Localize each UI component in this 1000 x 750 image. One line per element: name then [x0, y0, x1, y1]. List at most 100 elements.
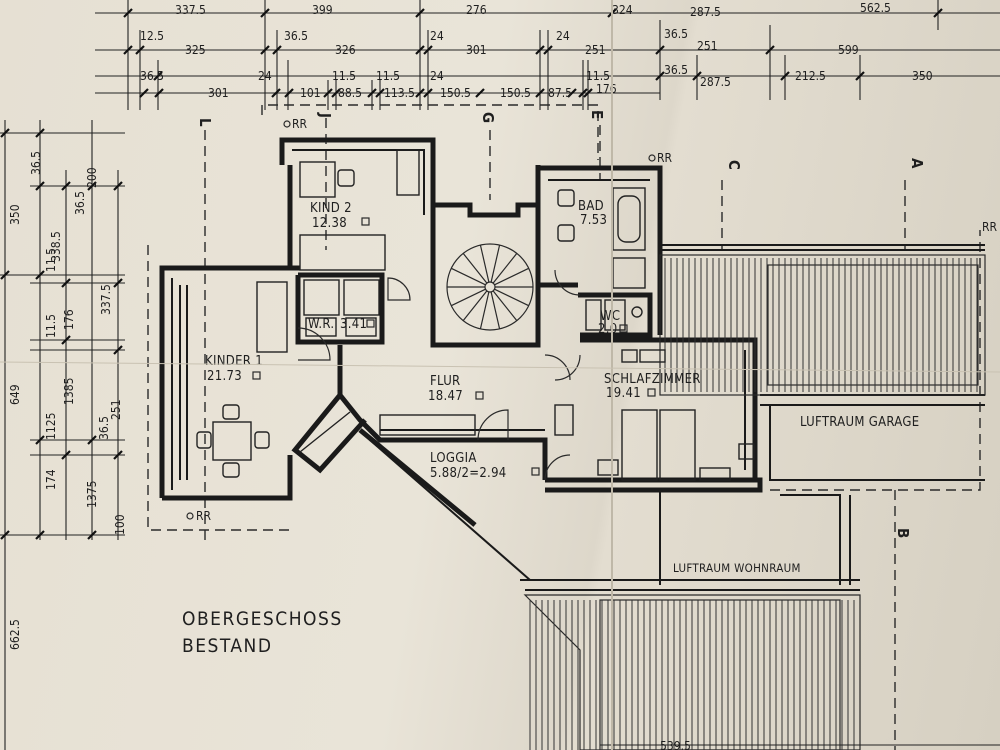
dim-top-3: 87.5 — [548, 86, 572, 100]
dim-left-3: 100 — [113, 514, 127, 535]
dim-top-1: 324 — [612, 3, 633, 17]
axis-label-E: E — [588, 110, 606, 119]
axis-label-L: L — [196, 118, 214, 127]
dim-top-3: 24 — [430, 69, 444, 83]
dim-top-2: 599 — [838, 43, 859, 57]
room-wr-name: W.R. — [308, 317, 334, 332]
dim-top-3: 11.5 — [586, 69, 610, 83]
roof-hatch-lines-bottom — [529, 600, 855, 750]
left-dimension-labels: 350 649 662.5 36.5 11.5 11.5 1125 174 33… — [8, 151, 127, 650]
area-box-icon — [647, 388, 656, 397]
dim-top-3: 150.5 — [500, 86, 531, 100]
dim-left-3: 338.5 — [49, 231, 63, 262]
dim-top-3: 350 — [912, 69, 933, 83]
axis-label-J: J — [316, 112, 334, 118]
roof-hatch-top — [659, 254, 986, 396]
dim-left-3: 176 — [62, 309, 76, 330]
dim-left-1: 662.5 — [8, 619, 22, 650]
marker-rr: RR — [657, 151, 673, 165]
dim-left-3: 1375 — [85, 481, 99, 508]
dim-top-3: 88.5 — [338, 86, 362, 100]
room-luftraum-garage: LUFTRAUM GARAGE — [800, 415, 919, 430]
area-box-icon — [252, 371, 261, 380]
top-dimension-labels: 337.5 399 276 324 287.5 562.5 12.5 325 3… — [140, 1, 933, 100]
room-bad-name: BAD — [578, 199, 604, 214]
plan-title-block: OBERGESCHOSS BESTAND — [182, 608, 343, 657]
dim-top-3: 36.5 — [140, 69, 164, 83]
dim-left-3: 36.5 — [97, 416, 111, 440]
dim-top-2: 36.5 — [664, 27, 688, 41]
room-labels: KIND 2 12.38 BAD 7.53 W.R. 3.41 WC 2.0 K… — [205, 199, 919, 575]
dim-left-1: 649 — [8, 384, 22, 405]
room-kinder1-name: KINDER 1 — [205, 354, 263, 369]
axis-label-B: B — [894, 528, 912, 538]
dim-top-2: 251 — [585, 43, 606, 57]
room-kind2-name: KIND 2 — [310, 201, 352, 216]
axis-label-G: G — [479, 112, 497, 123]
roof-hatch-bottom — [523, 594, 861, 750]
dim-top-3: 301 — [208, 86, 229, 100]
marker-rr: RR — [292, 117, 308, 131]
dim-top-3: 287.5 — [700, 75, 731, 89]
dim-top-3: 11.5 — [376, 69, 400, 83]
dim-top-3: 24 — [258, 69, 272, 83]
dim-left-2: 11.5 — [44, 314, 58, 338]
dim-top-1: 337.5 — [175, 3, 206, 17]
walls — [159, 137, 985, 591]
dim-top-1: 399 — [312, 3, 333, 17]
room-loggia-area: 5.88/2=2.94 — [430, 466, 507, 481]
dim-top-3: 212.5 — [795, 69, 826, 83]
dim-left-2: 11.5 — [44, 248, 58, 272]
room-kinder1-area: 21.73 — [207, 369, 242, 384]
dim-top-2: 326 — [335, 43, 356, 57]
dim-top-2: 251 — [697, 39, 718, 53]
marker-rr: RR — [196, 509, 212, 523]
dim-top-1: 562.5 — [860, 1, 891, 15]
dim-top-3: 36.5 — [664, 63, 688, 77]
plan-subtitle: BESTAND — [182, 635, 272, 657]
room-kind2-area: 12.38 — [312, 216, 347, 231]
dim-left-3: 1385 — [62, 378, 76, 405]
dim-top-3: 113.5 — [384, 86, 415, 100]
plan-title: OBERGESCHOSS — [182, 608, 343, 630]
dim-left-2: 1125 — [44, 413, 58, 440]
room-wc-name: WC — [600, 309, 620, 324]
rr-markers: RR RR RR RR — [186, 117, 998, 523]
dim-top-2: 12.5 — [140, 29, 164, 43]
dim-left-2: 174 — [44, 469, 58, 490]
dim-left-4: 251 — [109, 399, 123, 420]
furniture — [196, 149, 755, 481]
room-luftraum-wohnraum: LUFTRAUM WOHNRAUM — [673, 561, 801, 575]
room-schlafzimmer-area: 19.41 — [606, 386, 641, 401]
dim-top-3: 101 — [300, 86, 321, 100]
dim-top-1: 287.5 — [690, 5, 721, 19]
dim-left-1: 350 — [8, 204, 22, 225]
dim-top-2: 24 — [556, 29, 570, 43]
area-box-icon — [366, 319, 375, 328]
dim-left-4: 337.5 — [99, 284, 113, 315]
area-box-icon — [531, 467, 540, 476]
room-bad-area: 7.53 — [580, 213, 607, 228]
area-box-icon — [475, 391, 484, 400]
area-box-icon — [619, 324, 628, 333]
axis-label-C: C — [725, 160, 743, 170]
dim-top-3: 150.5 — [440, 86, 471, 100]
dim-top-2: 301 — [466, 43, 487, 57]
dim-top-2: 36.5 — [284, 29, 308, 43]
dim-top-2: 24 — [430, 29, 444, 43]
room-loggia-name: LOGGIA — [430, 451, 477, 466]
room-schlafzimmer-name: SCHLAFZIMMER — [604, 372, 701, 387]
dim-top-3: 11.5 — [332, 69, 356, 83]
room-wc-area: 2.0 — [598, 322, 618, 337]
dim-left-2: 36.5 — [29, 151, 43, 175]
room-flur-name: FLUR — [430, 374, 460, 389]
room-wr-area: 3.41 — [340, 317, 367, 332]
left-dimension-chains — [0, 120, 125, 750]
top-dimension-chains — [95, 0, 1000, 110]
dim-top-2: 325 — [185, 43, 206, 57]
dim-top-1: 276 — [466, 3, 487, 17]
dim-left-5: 200 — [85, 167, 99, 188]
axis-labels: L J G E C A B — [196, 110, 926, 538]
roof-hatch-lines-top — [664, 258, 978, 392]
